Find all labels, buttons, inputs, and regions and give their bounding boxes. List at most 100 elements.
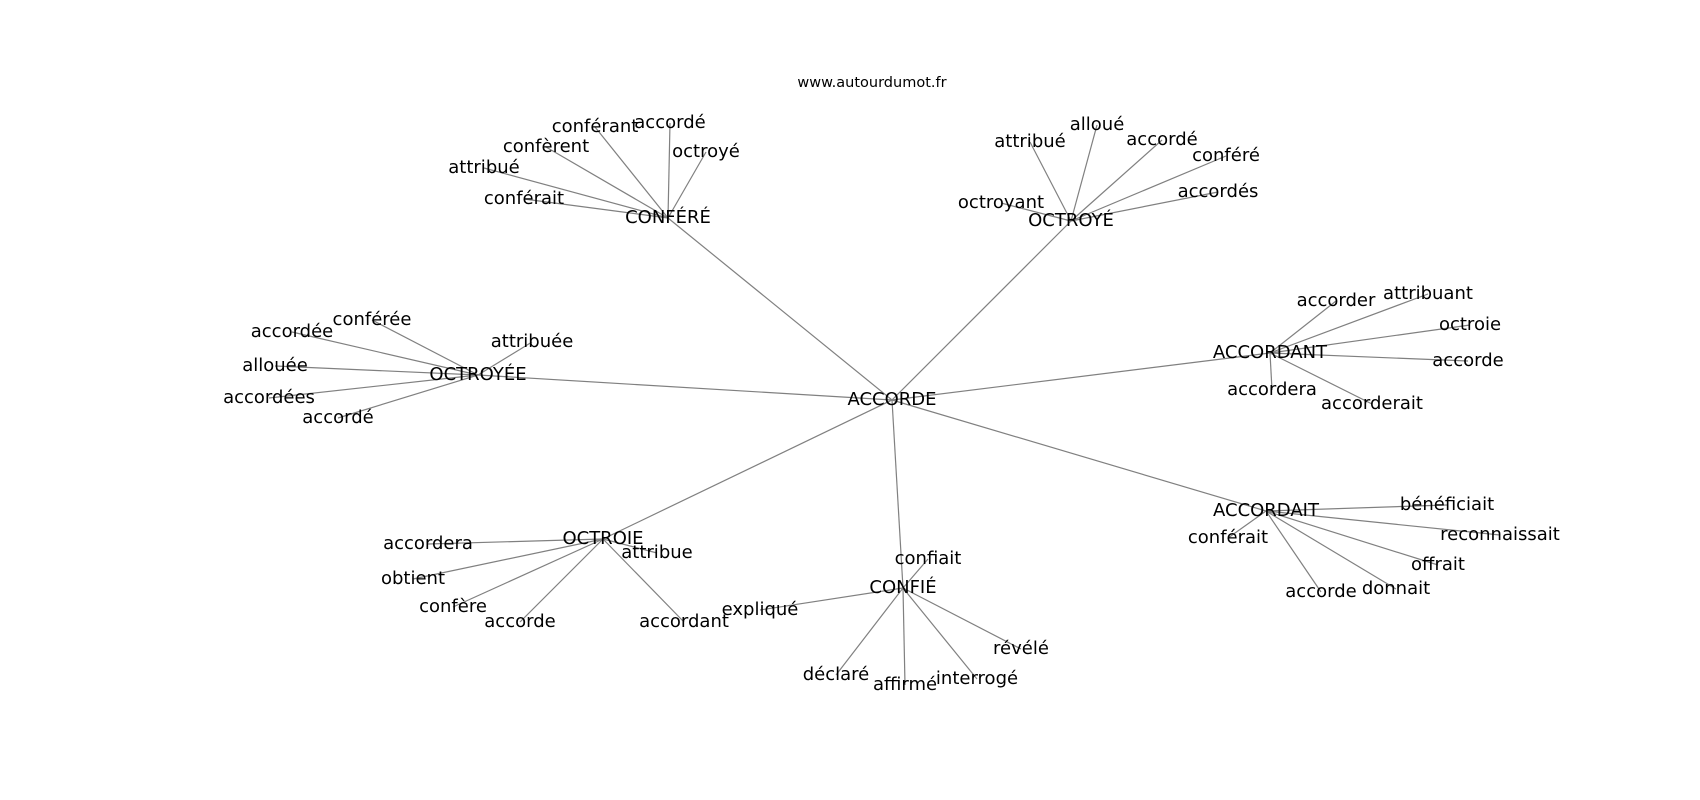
edge-confere-attribue <box>483 167 669 219</box>
edge-octroyee-allouee <box>274 365 479 376</box>
edge-octroye-octroyant <box>1000 202 1072 222</box>
edge-accordant-octroie <box>1269 324 1471 354</box>
node-leaf-reconnaissait[interactable]: reconnaissait <box>1440 524 1560 545</box>
node-leaf-conferee[interactable]: conférée <box>333 309 412 330</box>
node-leaf-octroyant[interactable]: octroyant <box>958 192 1044 213</box>
node-leaf-accordera[interactable]: accordera <box>1227 379 1317 400</box>
node-leaf-attribue[interactable]: attribué <box>994 131 1065 152</box>
edge-accordant-accordera <box>1269 352 1273 391</box>
node-leaf-explique[interactable]: expliqué <box>722 599 799 620</box>
node-hub-octroyee[interactable]: OCTROYÉE <box>429 363 526 385</box>
node-leaf-attribuant[interactable]: attribuant <box>1383 283 1473 304</box>
edge-confere-octroye <box>667 151 707 219</box>
edge-accordait-conferait <box>1227 510 1267 539</box>
node-hub-confere[interactable]: CONFÉRÉ <box>625 206 711 228</box>
node-hub-accordait[interactable]: ACCORDAIT <box>1213 500 1320 521</box>
edge-confie-declare <box>835 587 904 676</box>
edge-octroye-confere <box>1070 155 1227 222</box>
node-leaf-allouee[interactable]: allouée <box>242 355 308 376</box>
edge-confere-conferent <box>545 146 669 219</box>
node-leaf-affirme[interactable]: affirmé <box>873 674 937 695</box>
edge-octroie-confere <box>452 538 604 608</box>
node-hub-accordant[interactable]: ACCORDANT <box>1213 342 1328 363</box>
node-leaf-accordera[interactable]: accordera <box>383 533 473 554</box>
node-leaf-confiait[interactable]: confiait <box>895 548 962 569</box>
edge-center-octroyee <box>477 374 893 401</box>
site-title: www.autourdumot.fr <box>797 75 946 91</box>
node-leaf-conferant[interactable]: conférant <box>552 116 639 137</box>
edge-center-accordait <box>891 399 1267 512</box>
edge-octroie-accorde <box>519 538 604 623</box>
node-leaf-alloue[interactable]: alloué <box>1070 114 1125 135</box>
node-leaf-accordes[interactable]: accordés <box>1178 181 1259 202</box>
edge-center-octroye <box>891 220 1072 401</box>
node-leaf-accordant[interactable]: accordant <box>639 611 729 632</box>
edge-octroie-obtient <box>412 538 604 580</box>
node-leaf-accorde[interactable]: accordé <box>302 407 373 428</box>
edge-octroyee-accordees <box>268 374 479 399</box>
node-leaf-accordees[interactable]: accordées <box>223 387 315 408</box>
node-leaf-accorde[interactable]: accordé <box>634 112 705 133</box>
node-leaf-attribuee[interactable]: attribuée <box>491 331 574 352</box>
node-leaf-attribue[interactable]: attribué <box>448 157 519 178</box>
edge-octroye-alloue <box>1070 124 1098 222</box>
node-leaf-conferait[interactable]: conférait <box>484 188 564 209</box>
node-hub-octroye[interactable]: OCTROYÉ <box>1028 209 1114 231</box>
node-leaf-confere[interactable]: conféré <box>1192 145 1260 166</box>
edge-confie-revele <box>902 587 1022 650</box>
node-leaf-beneficiait[interactable]: bénéficiait <box>1400 494 1494 515</box>
edges-layer <box>268 122 1501 686</box>
node-leaf-obtient[interactable]: obtient <box>381 568 445 589</box>
edge-octroyee-accordee <box>291 331 479 376</box>
edge-confie-confiait <box>902 558 929 589</box>
edge-center-confere <box>667 217 893 401</box>
node-leaf-accorder[interactable]: accorder <box>1297 290 1376 311</box>
node-leaf-accorde[interactable]: accordé <box>1126 129 1197 150</box>
node-leaf-confere[interactable]: confère <box>419 596 487 617</box>
edge-octroye-attribue <box>1029 141 1072 222</box>
node-leaf-donnait[interactable]: donnait <box>1362 578 1430 599</box>
edge-confere-conferait <box>523 198 669 219</box>
edge-accordant-attribuant <box>1269 293 1429 354</box>
edge-octroyee-conferee <box>371 319 479 376</box>
edge-accordait-donnait <box>1265 510 1397 590</box>
node-leaf-accorde[interactable]: accorde <box>484 611 555 632</box>
edge-octroie-attribue <box>602 538 658 554</box>
node-leaf-accorderait[interactable]: accorderait <box>1321 393 1423 414</box>
node-leaf-accorde[interactable]: accorde <box>1432 350 1503 371</box>
node-leaf-revele[interactable]: révélé <box>993 638 1049 659</box>
edge-octroie-accordera <box>427 538 604 545</box>
edge-accordait-offrait <box>1265 510 1439 566</box>
edge-confie-interroge <box>902 587 978 680</box>
edge-octroye-accorde <box>1070 139 1163 222</box>
edge-octroyee-attribuee <box>477 341 533 376</box>
node-leaf-interroge[interactable]: interrogé <box>936 668 1018 689</box>
node-leaf-octroie[interactable]: octroie <box>1439 314 1501 335</box>
edge-octroie-accordant <box>602 538 685 623</box>
edge-confie-affirme <box>902 587 906 686</box>
node-leaf-declare[interactable]: déclaré <box>803 664 870 685</box>
edge-accordait-accorde <box>1265 510 1322 593</box>
edge-accordant-accorderait <box>1269 352 1373 405</box>
edge-center-octroie <box>602 399 893 540</box>
node-center-accorde[interactable]: ACCORDE <box>847 389 936 410</box>
edge-accordait-reconnaissait <box>1265 510 1501 536</box>
node-leaf-attribue[interactable]: attribue <box>621 542 692 563</box>
node-hub-confie[interactable]: CONFIÉ <box>869 576 936 598</box>
node-leaf-accorde[interactable]: accorde <box>1285 581 1356 602</box>
edge-accordait-beneficiait <box>1265 504 1448 512</box>
edge-accordant-accorde <box>1269 352 1469 362</box>
edge-octroye-accordes <box>1070 191 1219 222</box>
node-leaf-conferent[interactable]: confèrent <box>503 136 589 157</box>
node-leaf-accordee[interactable]: accordée <box>251 321 334 342</box>
edge-confere-conferant <box>594 126 669 219</box>
edge-confie-explique <box>759 587 904 611</box>
node-leaf-conferait[interactable]: conférait <box>1188 527 1268 548</box>
node-leaf-octroye[interactable]: octroyé <box>672 141 740 162</box>
node-hub-octroie[interactable]: OCTROIE <box>562 528 643 549</box>
edge-octroyee-accorde <box>337 374 479 419</box>
node-leaf-offrait[interactable]: offrait <box>1411 554 1465 575</box>
edge-confere-accorde <box>667 122 671 219</box>
